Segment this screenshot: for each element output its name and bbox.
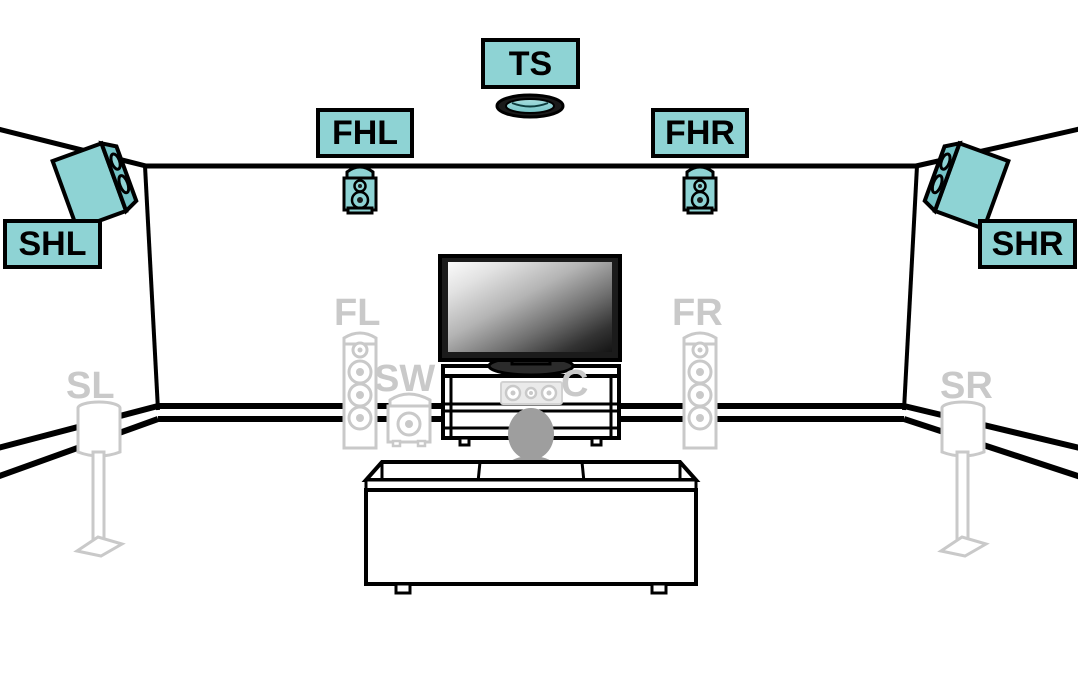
label-sr: SR xyxy=(940,365,993,407)
label-fr: FR xyxy=(672,292,723,334)
label-shl: SHL xyxy=(3,219,102,269)
label-ts: TS xyxy=(481,38,580,89)
speaker-shl-wall xyxy=(50,140,139,232)
speaker-fhl-wall xyxy=(342,165,378,215)
label-c: C xyxy=(561,363,589,405)
label-shr: SHR xyxy=(978,219,1077,269)
label-sl: SL xyxy=(66,365,115,407)
speaker-ts-ceiling xyxy=(495,93,565,119)
sofa xyxy=(361,460,701,595)
speaker-fl-tower xyxy=(342,331,378,450)
speaker-sl-stand xyxy=(73,400,126,558)
speaker-sw-subwoofer xyxy=(386,392,432,448)
television xyxy=(438,254,622,377)
label-fhr: FHR xyxy=(651,108,749,158)
speaker-c-center xyxy=(500,381,563,405)
label-fl: FL xyxy=(334,292,381,334)
label-fhl: FHL xyxy=(316,108,414,158)
speaker-shr-wall xyxy=(922,140,1011,232)
speaker-fr-tower xyxy=(682,331,718,450)
label-sw: SW xyxy=(374,358,436,400)
speaker-sr-stand xyxy=(937,400,990,558)
speaker-fhr-wall xyxy=(682,165,718,215)
